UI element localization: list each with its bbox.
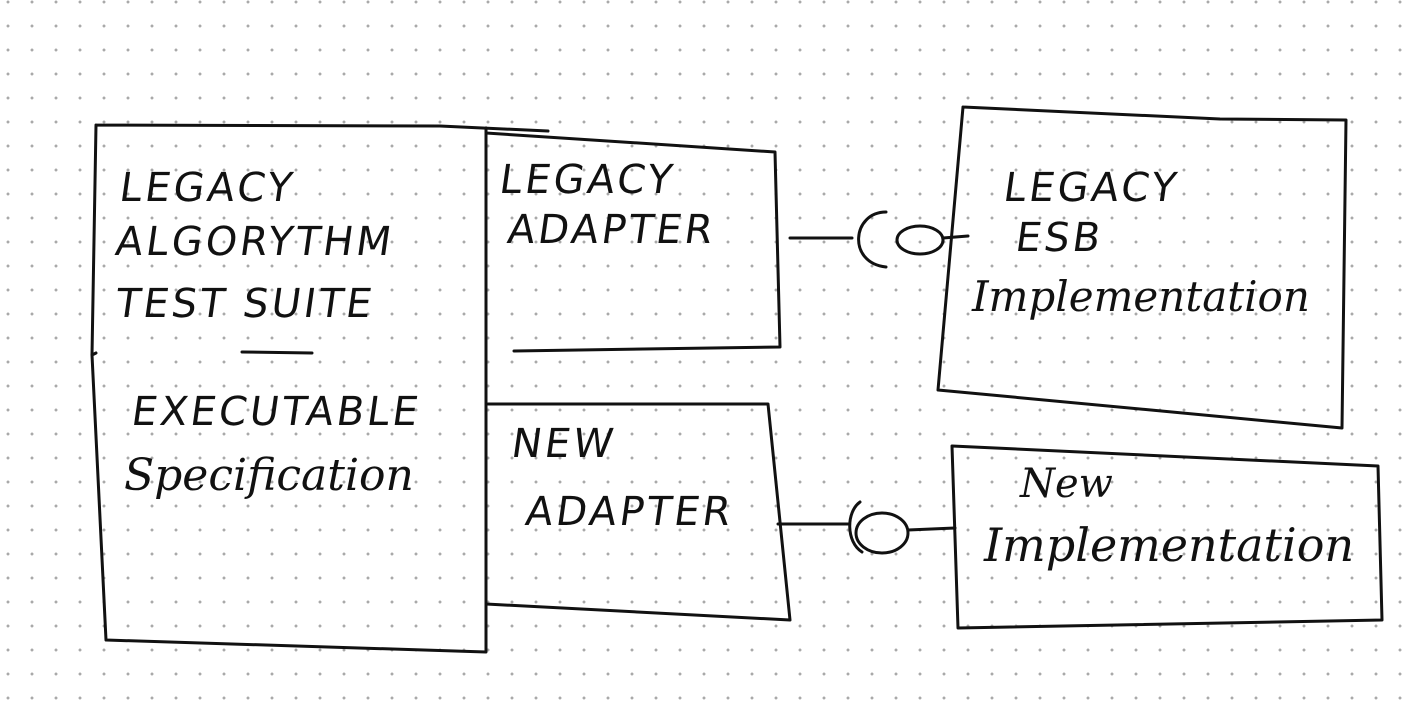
new-impl-box (950, 444, 1384, 630)
legacy-adapter-box (484, 131, 782, 353)
test-suite-label-algorythm: ALGORYTHM (112, 219, 398, 265)
new-impl-label-implementation: Implementation (984, 518, 1355, 572)
test-suite-label-legacy: LEGACY (116, 165, 299, 211)
test-suite-label-executable: EXECUTABLE (128, 389, 425, 435)
new-adapter-box (484, 402, 792, 622)
new-lollipop-stem (906, 526, 957, 532)
legacy-socket (857, 210, 888, 269)
new-adapter-label-new: NEW (508, 421, 619, 467)
legacy-adapter-label-adapter: ADAPTER (504, 207, 719, 253)
legacy-impl-label-esb: ESB (1012, 215, 1107, 261)
legacy-impl-label-legacy: LEGACY (1000, 165, 1183, 211)
legacy-adapter-label-legacy: LEGACY (496, 157, 679, 203)
new-socket (848, 500, 864, 554)
new-impl-label-new: New (1020, 461, 1113, 507)
test-suite-label-specification: Specification (124, 450, 414, 501)
legacy-lollipop-stem (941, 234, 970, 240)
new-lollipop (854, 511, 910, 555)
legacy-impl-label-implementation: Implementation (972, 272, 1310, 321)
test-suite-label-test-suite: TEST SUITE (112, 281, 378, 327)
legacy-lollipop (895, 224, 945, 256)
new-adapter-label-adapter: ADAPTER (522, 489, 737, 535)
test-suite-separator (240, 350, 314, 355)
test-suite-box (90, 123, 550, 654)
legacy-impl-box (936, 105, 1348, 430)
